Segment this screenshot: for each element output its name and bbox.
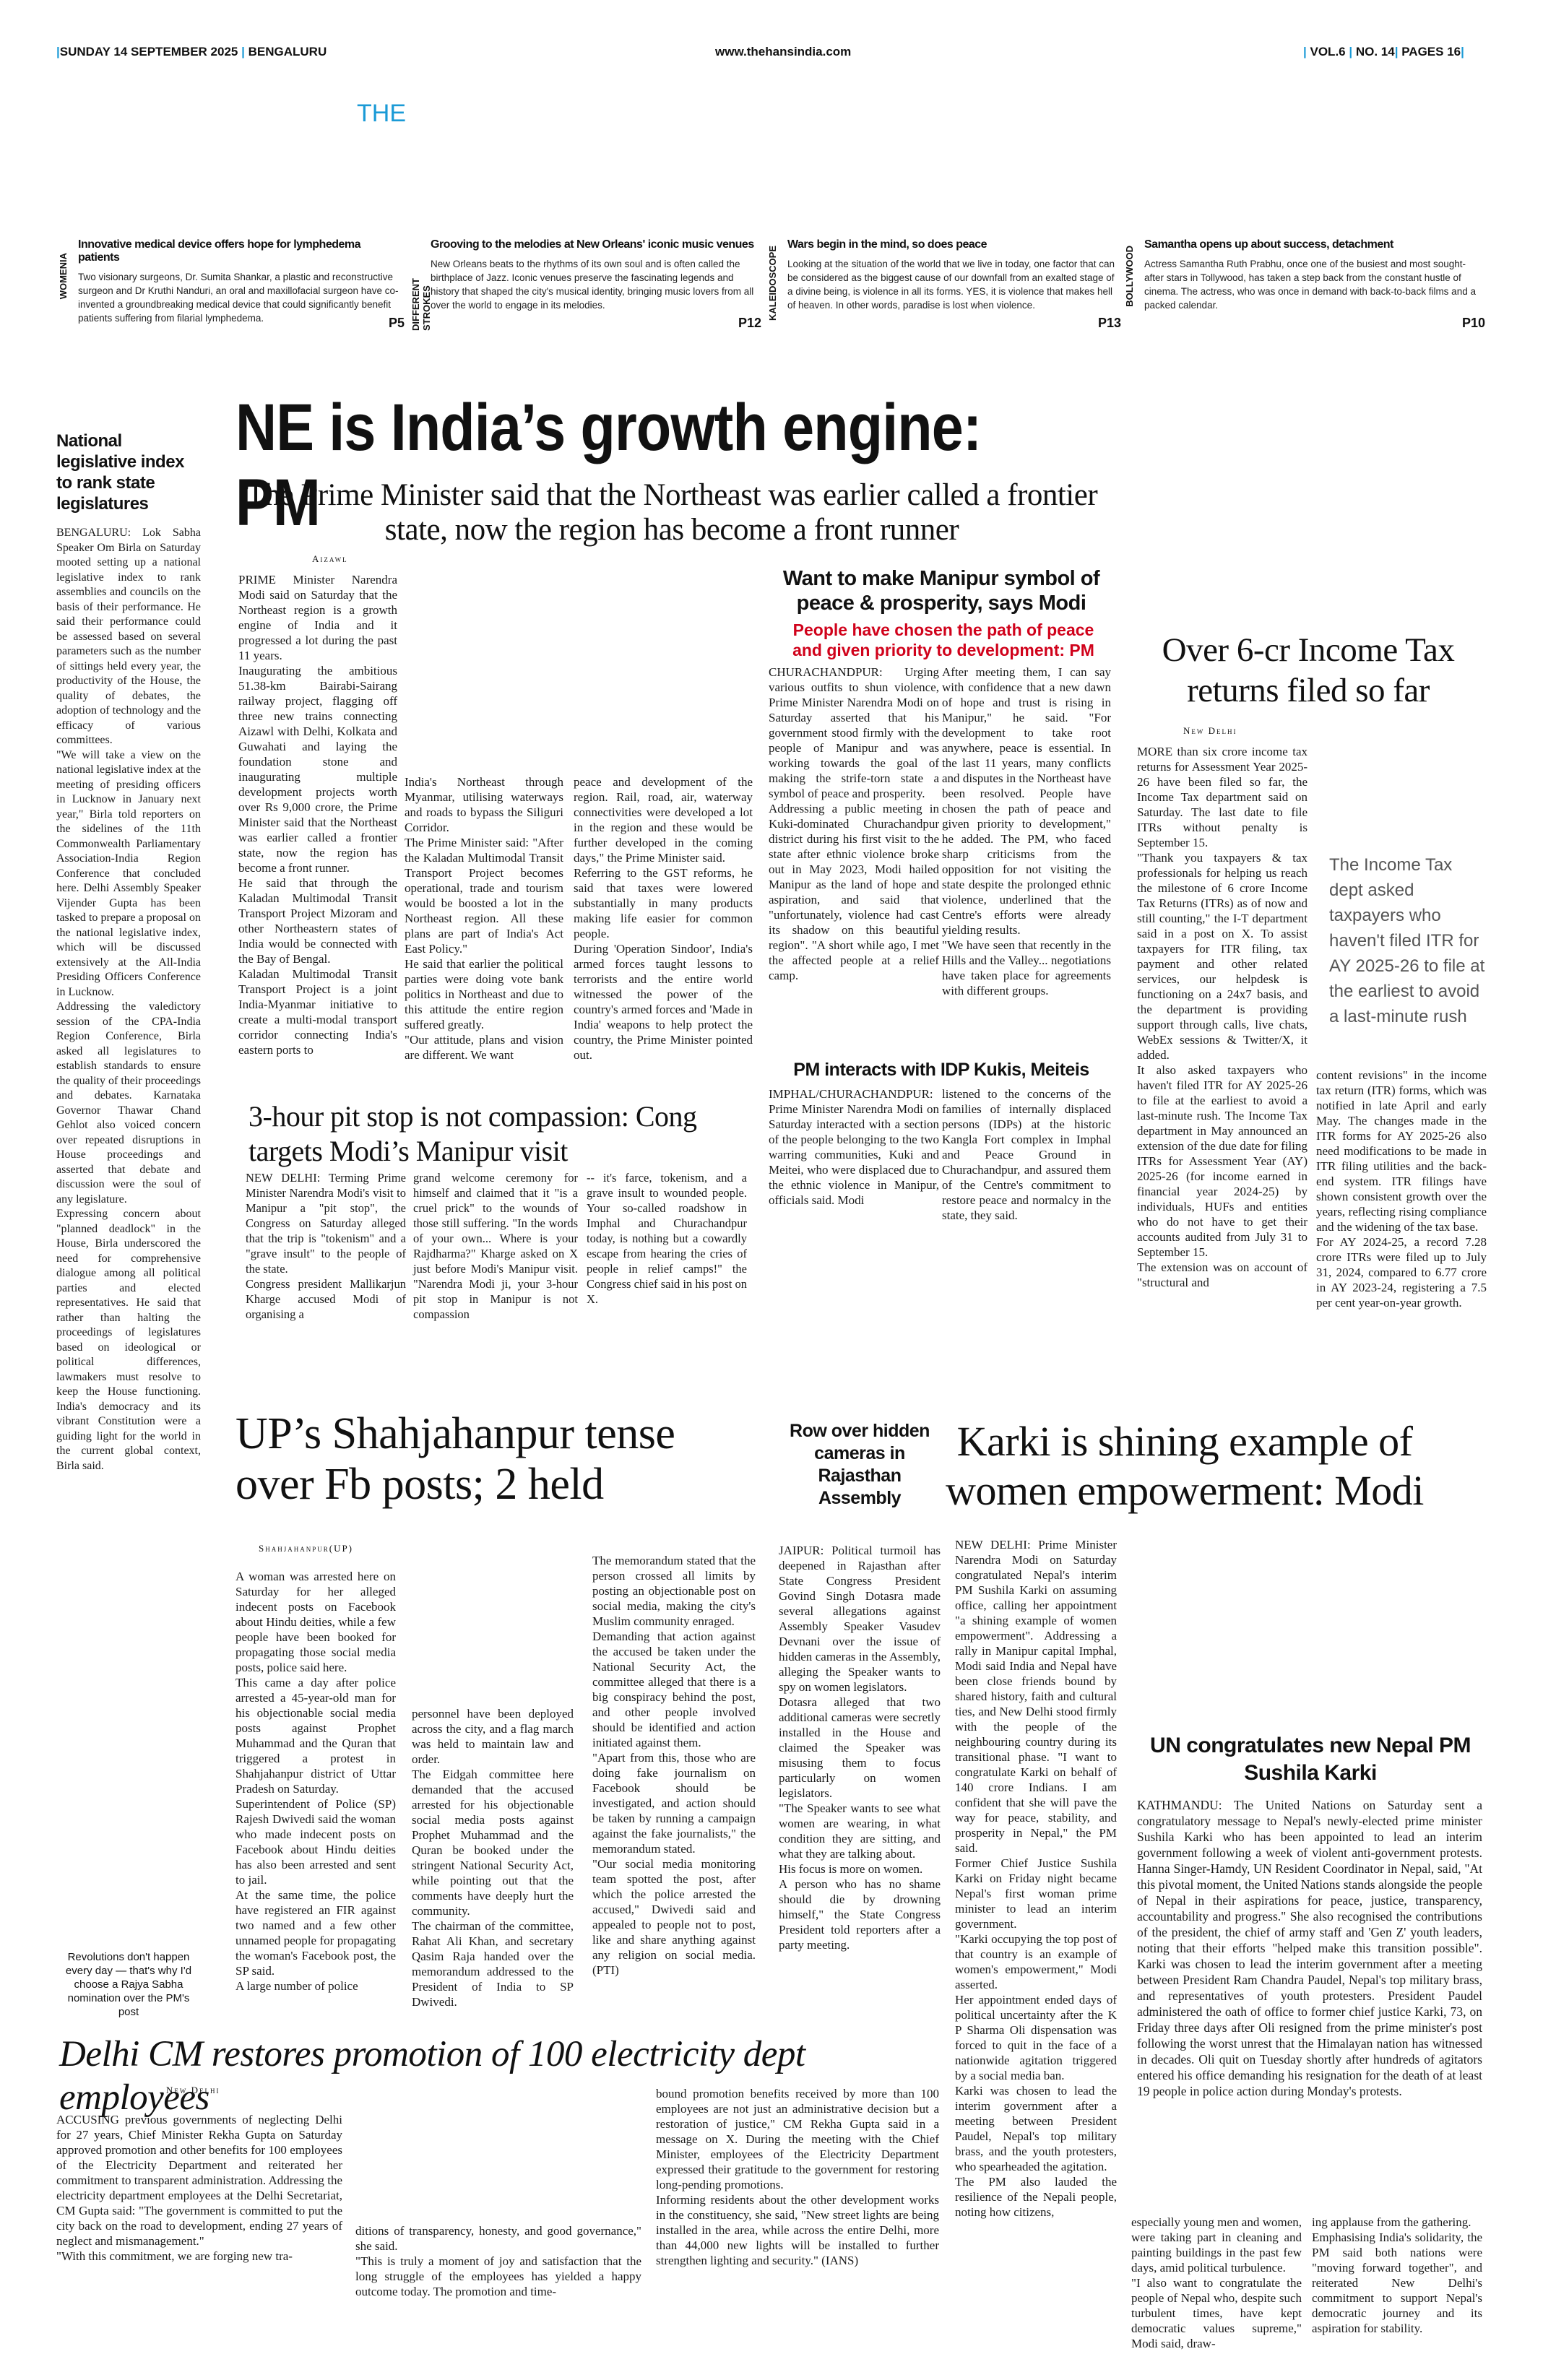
teaser-title: Wars begin in the mind, so does peace (787, 238, 987, 251)
karki-column-3: ing applause from the gathering. Emphasi… (1312, 2215, 1482, 2335)
teaser-page: P12 (738, 316, 761, 330)
website-link[interactable]: www.thehansindia.com (715, 45, 852, 59)
itr-headline: Over 6-cr Income Tax returns filed so fa… (1162, 631, 1455, 709)
un-headline: UN congratulates new Nepal PM Sushila Ka… (1150, 1734, 1471, 1785)
city-text: BENGALURU (248, 45, 327, 59)
cong-column-1: NEW DELHI: Terming Prime Minister Narend… (246, 1171, 406, 1321)
teaser-page: P5 (388, 316, 405, 330)
teaser-text: New Orleans beats to the rhythms of its … (431, 259, 754, 311)
section-label: WOMENIA (58, 253, 69, 300)
up-headline: UP’s Shahjahanpur tense over Fb posts; 2… (235, 1409, 675, 1509)
lead-dateline: Aizawl (312, 553, 348, 564)
karki-column-2: especially young men and women, were tak… (1131, 2215, 1302, 2350)
cong-column-3: -- it's farce, tokenism, and a grave ins… (587, 1171, 747, 1306)
teaser-page: P13 (1097, 316, 1121, 330)
lead-column-2: India's Northeast through Myanmar, utili… (405, 775, 563, 1062)
itr-pull-quote: The Income Tax dept asked taxpayers who … (1329, 855, 1485, 1026)
teaser-text: Actress Samantha Ruth Prabhu, once one o… (1144, 259, 1476, 311)
manipur-column-2: After meeting them, I can say with confi… (942, 665, 1111, 998)
lead-column-3: peace and development of the region. Rai… (574, 775, 753, 1062)
teaser-text: Two visionary surgeons, Dr. Sumita Shank… (78, 272, 399, 324)
itr-column-2: content revisions" in the income tax ret… (1316, 1068, 1487, 1310)
teaser-title: Samantha opens up about success, detachm… (1144, 238, 1393, 251)
manipur-headline: Want to make Manipur symbol of peace & p… (782, 567, 1100, 615)
article-headline: National legislative index to rank state… (56, 431, 184, 514)
manipur-subhead: People have chosen the path of peace and… (792, 620, 1094, 659)
up-column-3: The memorandum stated that the person cr… (592, 1554, 756, 1977)
lead-headline: NE is India’s growth engine: PM (235, 391, 982, 540)
cong-column-2: grand welcome ceremony for himself and c… (413, 1171, 578, 1321)
issue-date: |SUNDAY 14 SEPTEMBER 2025 | BENGALURU (56, 45, 327, 59)
idp-headline: PM interacts with IDP Kukis, Meiteis (793, 1060, 1089, 1080)
manipur-column-1: CHURACHANDPUR: Urging various outfits to… (769, 665, 939, 982)
teaser-title: Innovative medical device offers hope fo… (78, 238, 361, 264)
pull-quote: Revolutions don't happen every day — tha… (65, 1951, 192, 2018)
rajasthan-body: JAIPUR: Political turmoil has deepened i… (779, 1544, 941, 1952)
delhi-headline: Delhi CM restores promotion of 100 elect… (59, 2034, 805, 2118)
lead-column-1: PRIME Minister Narendra Modi said on Sat… (238, 573, 397, 1057)
delhi-column-2: ditions of transparency, honesty, and go… (355, 2224, 641, 2298)
teaser-different-strokes[interactable]: DIFFERENT STROKES Grooving to the melodi… (410, 238, 761, 331)
lead-deck: The Prime Minister said that the Northea… (246, 478, 1098, 547)
karki-headline: Karki is shining example of women empowe… (946, 1418, 1424, 1514)
teaser-title: Grooving to the melodies at New Orleans'… (431, 238, 754, 251)
teaser-kaleidoscope[interactable]: KALEIDOSCOPE Wars begin in the mind, so … (767, 238, 1121, 331)
un-body: KATHMANDU: The United Nations on Saturda… (1137, 1798, 1482, 2098)
up-column-1: A woman was arrested here on Saturday fo… (235, 1570, 396, 1993)
issue-info: | VOL.6 | NO. 14| PAGES 16| (1303, 45, 1464, 59)
masthead-title: THE (357, 100, 406, 127)
up-dateline: Shahjahanpur(UP) (259, 1543, 354, 1554)
idp-column-2: listened to the concerns of the families… (942, 1087, 1111, 1222)
delhi-column-1: ACCUSING previous governments of neglect… (56, 2113, 342, 2263)
article-birla: National legislative index to rank state… (56, 430, 201, 1474)
teaser-bollywood[interactable]: BOLLYWOOD Samantha opens up about succes… (1124, 238, 1485, 331)
teaser-text: Looking at the situation of the world th… (787, 259, 1115, 311)
section-label: DIFFERENT STROKES (410, 278, 432, 331)
itr-column-1: MORE than six crore income tax returns f… (1137, 745, 1308, 1289)
rajasthan-headline: Row over hidden cameras in Rajasthan Ass… (790, 1421, 930, 1508)
article-body: BENGALURU: Lok Sabha Speaker Om Birla on… (56, 527, 201, 1472)
delhi-dateline: New Delhi (166, 2085, 220, 2095)
section-label: KALEIDOSCOPE (767, 246, 778, 321)
itr-dateline: New Delhi (1183, 725, 1237, 736)
section-label: BOLLYWOOD (1124, 246, 1135, 307)
delhi-column-3: bound promotion benefits received by mor… (656, 2087, 939, 2267)
idp-column-1: IMPHAL/CHURACHANDPUR: Prime Minister Nar… (769, 1087, 939, 1207)
teaser-womenia[interactable]: WOMENIA Innovative medical device offers… (58, 238, 405, 331)
up-column-2: personnel have been deployed across the … (412, 1707, 574, 2009)
karki-column-1: NEW DELHI: Prime Minister Narendra Modi … (955, 1538, 1117, 2219)
teaser-page: P10 (1461, 316, 1485, 330)
date-text: SUNDAY 14 SEPTEMBER 2025 (59, 45, 238, 59)
cong-headline: 3-hour pit stop is not compassion: Cong … (248, 1100, 697, 1167)
